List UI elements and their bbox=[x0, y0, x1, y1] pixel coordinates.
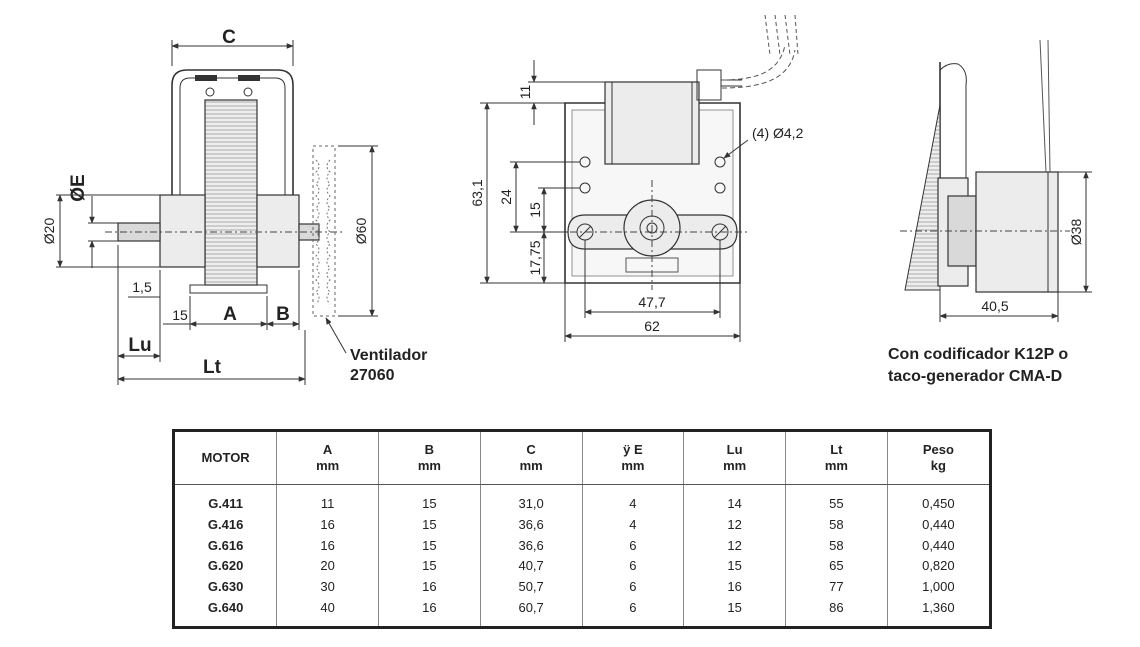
fan-note-line2: 27060 bbox=[350, 367, 395, 384]
cell-C: 40,7 bbox=[479, 555, 582, 577]
dim-47-7-label: 47,7 bbox=[638, 294, 665, 310]
cell-Lt: 58 bbox=[785, 513, 888, 535]
cell-B: 16 bbox=[378, 576, 481, 598]
header-motor: MOTOR bbox=[175, 432, 277, 485]
cell-Lt: 77 bbox=[785, 576, 888, 598]
cell-Lu: 15 bbox=[683, 597, 786, 626]
cell-E: 6 bbox=[581, 576, 684, 598]
cell-Lu: 16 bbox=[683, 576, 786, 598]
dim-d20-label: Ø20 bbox=[41, 218, 57, 245]
cell-peso: 0,440 bbox=[886, 534, 989, 556]
table-row: G.640 40 16 60,7 6 15 86 1,360 bbox=[175, 597, 989, 626]
cell-peso: 1,000 bbox=[886, 576, 989, 598]
cell-E: 6 bbox=[581, 534, 684, 556]
cell-Lt: 55 bbox=[785, 484, 888, 514]
dim-Lt-label: Lt bbox=[203, 357, 222, 378]
fan-note-line1: Ventilador bbox=[350, 347, 427, 364]
cell-E: 4 bbox=[581, 484, 684, 514]
cell-E: 6 bbox=[581, 597, 684, 626]
holes-callout-label: (4) Ø4,2 bbox=[752, 125, 804, 141]
cell-Lu: 15 bbox=[683, 555, 786, 577]
cell-peso: 0,440 bbox=[886, 513, 989, 535]
cell-B: 15 bbox=[378, 513, 481, 535]
cell-B: 16 bbox=[378, 597, 481, 626]
cell-peso: 0,820 bbox=[886, 555, 989, 577]
encoder-view: Ø38 40,5 Con codificador K12P o taco-gen… bbox=[888, 39, 1092, 385]
cell-A: 30 bbox=[276, 576, 379, 598]
table-row: G.620 20 15 40,7 6 15 65 0,820 bbox=[175, 555, 989, 577]
cell-Lt: 58 bbox=[785, 534, 888, 556]
cell-Lu: 12 bbox=[683, 534, 786, 556]
cell-E: 4 bbox=[581, 513, 684, 535]
cell-A: 11 bbox=[276, 484, 379, 514]
dim-d60-label: Ø60 bbox=[353, 218, 369, 245]
cell-A: 20 bbox=[276, 555, 379, 577]
cell-Lu: 12 bbox=[683, 513, 786, 535]
dim-OE-label: ØE bbox=[68, 174, 89, 201]
cell-E: 6 bbox=[581, 555, 684, 577]
dim-15-side-label: 15 bbox=[172, 307, 188, 323]
cell-motor: G.640 bbox=[207, 600, 244, 616]
cell-A: 16 bbox=[276, 513, 379, 535]
cell-A: 40 bbox=[276, 597, 379, 626]
dim-15-front-label: 15 bbox=[527, 202, 543, 218]
dim-63-1-label: 63,1 bbox=[469, 179, 485, 206]
cell-motor: G.616 bbox=[207, 537, 244, 553]
table-row: G.616 16 15 36,6 6 12 58 0,440 bbox=[175, 534, 989, 556]
cell-B: 15 bbox=[378, 555, 481, 577]
cell-motor: G.630 bbox=[207, 579, 244, 595]
cell-peso: 0,450 bbox=[886, 484, 989, 514]
table-row: G.416 16 15 36,6 4 12 58 0,440 bbox=[175, 513, 989, 535]
cell-Lt: 65 bbox=[785, 555, 888, 577]
technical-drawing: C ØE Ø20 Ø60 1,5 15 A B Lu bbox=[41, 14, 1092, 385]
dim-24-label: 24 bbox=[498, 189, 514, 205]
cell-peso: 1,360 bbox=[886, 597, 989, 626]
cell-A: 16 bbox=[276, 534, 379, 556]
cell-motor: G.416 bbox=[207, 516, 244, 532]
dim-17-75-label: 17,75 bbox=[527, 240, 543, 275]
cell-B: 15 bbox=[378, 484, 481, 514]
cell-C: 31,0 bbox=[479, 484, 582, 514]
cell-B: 15 bbox=[378, 534, 481, 556]
cell-C: 60,7 bbox=[479, 597, 582, 626]
encoder-note-line2: taco-generador CMA-D bbox=[888, 368, 1062, 385]
table-row: G.630 30 16 50,7 6 16 77 1,000 bbox=[175, 576, 989, 598]
dim-d38-label: Ø38 bbox=[1068, 219, 1084, 246]
side-view: C ØE Ø20 Ø60 1,5 15 A B Lu bbox=[41, 27, 427, 385]
cell-C: 36,6 bbox=[479, 534, 582, 556]
dim-40-5-label: 40,5 bbox=[981, 298, 1008, 314]
dim-A-label: A bbox=[223, 304, 237, 325]
front-view: 11 63,1 24 15 17,75 (4) Ø4,2 47,7 62 bbox=[469, 14, 804, 342]
cell-Lu: 14 bbox=[683, 484, 786, 514]
dim-B-label: B bbox=[276, 304, 290, 325]
table-row: G.411 11 15 31,0 4 14 55 0,450 bbox=[175, 484, 989, 514]
encoder-note-line1: Con codificador K12P o bbox=[888, 346, 1068, 363]
cell-motor: G.411 bbox=[208, 495, 243, 511]
dim-Lu-label: Lu bbox=[128, 335, 151, 356]
dim-C-label: C bbox=[222, 27, 236, 48]
cell-Lt: 86 bbox=[785, 597, 888, 626]
cell-motor: G.620 bbox=[207, 558, 244, 574]
cell-C: 36,6 bbox=[479, 513, 582, 535]
dim-11-label: 11 bbox=[517, 85, 533, 100]
dim-62-label: 62 bbox=[644, 318, 660, 334]
cell-C: 50,7 bbox=[479, 576, 582, 598]
dim-1-5-label: 1,5 bbox=[132, 279, 152, 295]
